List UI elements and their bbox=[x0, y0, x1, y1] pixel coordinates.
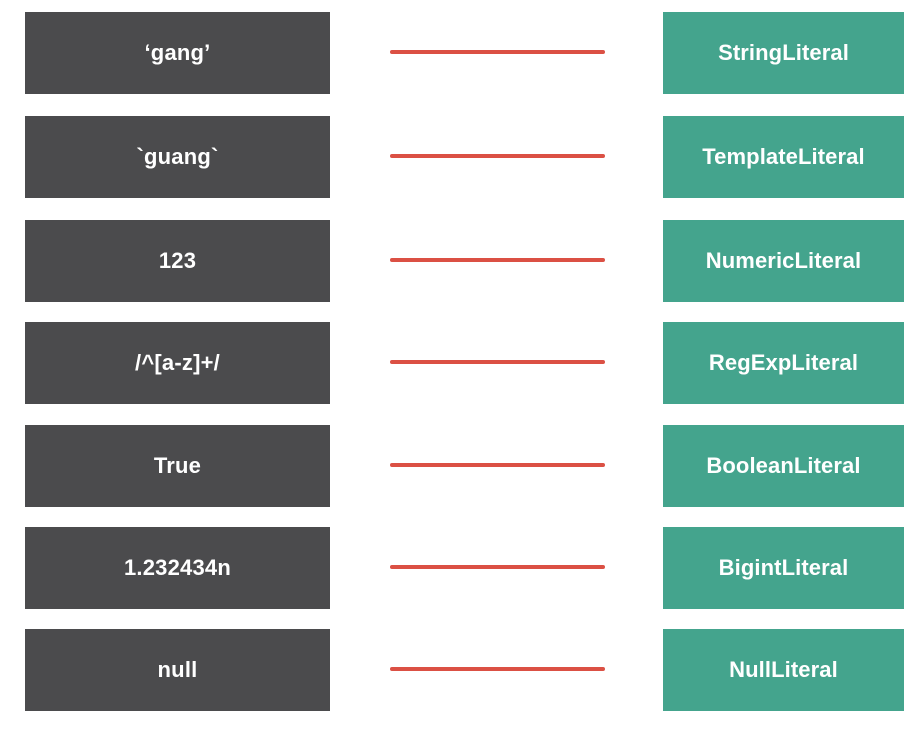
ast-node-type-text: NullLiteral bbox=[729, 657, 838, 682]
ast-node-type-box: TemplateLiteral bbox=[663, 116, 904, 198]
mapping-row: 123 NumericLiteral bbox=[0, 220, 921, 302]
ast-node-type-text: BigintLiteral bbox=[718, 555, 849, 580]
connector-line bbox=[390, 667, 605, 671]
mapping-row: null NullLiteral bbox=[0, 629, 921, 711]
literal-example-text: 1.232434n bbox=[124, 555, 231, 580]
ast-node-type-text: StringLiteral bbox=[718, 40, 849, 65]
literal-example-box: `guang` bbox=[25, 116, 330, 198]
ast-node-type-box: BooleanLiteral bbox=[663, 425, 904, 507]
literal-example-text: ‘gang’ bbox=[144, 40, 211, 65]
connector-line bbox=[390, 463, 605, 467]
mapping-row: ‘gang’ StringLiteral bbox=[0, 12, 921, 94]
connector-line bbox=[390, 154, 605, 158]
ast-node-type-text: BooleanLiteral bbox=[706, 453, 861, 478]
ast-node-type-text: TemplateLiteral bbox=[702, 144, 865, 169]
literal-example-text: True bbox=[153, 453, 202, 478]
literal-example-box: 1.232434n bbox=[25, 527, 330, 609]
ast-node-type-box: NumericLiteral bbox=[663, 220, 904, 302]
connector-line bbox=[390, 258, 605, 262]
ast-node-type-box: StringLiteral bbox=[663, 12, 904, 94]
mapping-row: 1.232434n BigintLiteral bbox=[0, 527, 921, 609]
mapping-row: /^[a-z]+/ RegExpLiteral bbox=[0, 322, 921, 404]
mapping-row: True BooleanLiteral bbox=[0, 425, 921, 507]
literal-example-text: null bbox=[157, 657, 198, 682]
mapping-row: `guang` TemplateLiteral bbox=[0, 116, 921, 198]
literal-example-box: True bbox=[25, 425, 330, 507]
connector-line bbox=[390, 360, 605, 364]
connector-line bbox=[390, 565, 605, 569]
ast-node-type-text: NumericLiteral bbox=[705, 248, 862, 273]
ast-node-type-box: NullLiteral bbox=[663, 629, 904, 711]
ast-node-type-text: RegExpLiteral bbox=[708, 350, 859, 375]
literal-example-box: ‘gang’ bbox=[25, 12, 330, 94]
literal-example-text: /^[a-z]+/ bbox=[135, 350, 220, 375]
connector-line bbox=[390, 50, 605, 54]
literal-example-box: null bbox=[25, 629, 330, 711]
literal-example-text: `guang` bbox=[136, 144, 219, 169]
literal-example-box: /^[a-z]+/ bbox=[25, 322, 330, 404]
ast-node-type-box: BigintLiteral bbox=[663, 527, 904, 609]
literal-example-box: 123 bbox=[25, 220, 330, 302]
literal-example-text: 123 bbox=[158, 248, 197, 273]
ast-node-type-box: RegExpLiteral bbox=[663, 322, 904, 404]
